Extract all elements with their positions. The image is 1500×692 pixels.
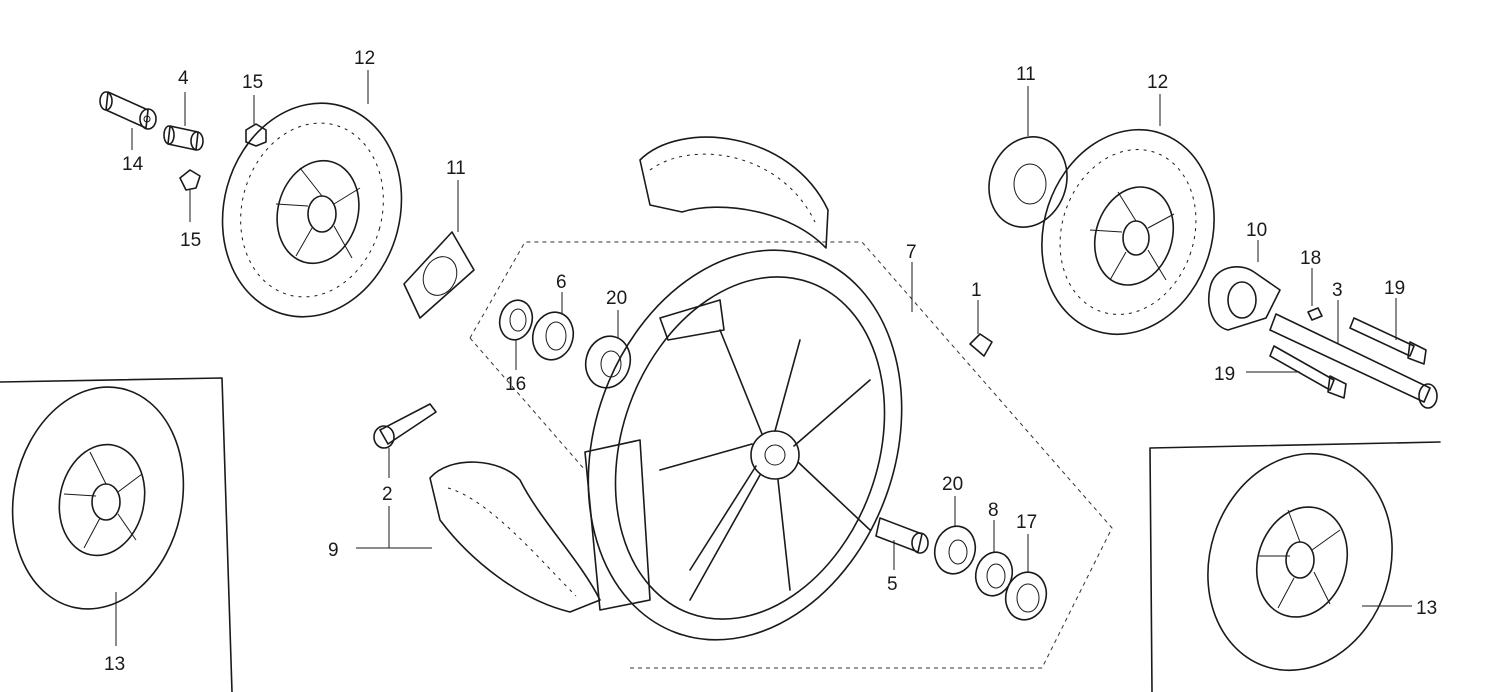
label-18: 18 bbox=[1300, 248, 1321, 269]
valve-2 bbox=[373, 403, 437, 548]
label-19-top: 19 bbox=[1384, 278, 1405, 299]
label-2: 2 bbox=[382, 484, 393, 505]
pin-18 bbox=[1307, 268, 1323, 321]
bolt-19-bottom bbox=[1246, 345, 1347, 399]
spacer-5 bbox=[875, 517, 929, 570]
seal-16 bbox=[498, 299, 534, 370]
seal-17 bbox=[1004, 534, 1048, 621]
label-13-right: 13 bbox=[1416, 598, 1437, 619]
label-12-left: 12 bbox=[354, 48, 375, 69]
disc-rotor-13-left bbox=[11, 386, 185, 646]
bearing-20-left bbox=[584, 310, 632, 389]
label-14: 14 bbox=[122, 154, 144, 175]
gearbox-10 bbox=[1208, 240, 1281, 331]
assembly-outline bbox=[469, 241, 1113, 669]
axle-3 bbox=[1269, 300, 1438, 409]
label-7: 7 bbox=[906, 242, 917, 263]
balance-weight-1 bbox=[969, 300, 993, 357]
label-10: 10 bbox=[1246, 220, 1267, 241]
label-20-left: 20 bbox=[606, 288, 627, 309]
label-4: 4 bbox=[178, 68, 189, 89]
label-3: 3 bbox=[1332, 280, 1343, 301]
bolt-19-top bbox=[1349, 298, 1427, 365]
label-17: 17 bbox=[1016, 512, 1037, 533]
disc-rotor-12-right bbox=[1041, 94, 1215, 336]
label-11-left: 11 bbox=[446, 158, 466, 179]
label-19-bottom: 19 bbox=[1214, 364, 1235, 385]
label-15-bottom: 15 bbox=[180, 230, 201, 251]
label-12-right: 12 bbox=[1147, 72, 1168, 93]
tire-upper bbox=[639, 136, 829, 249]
nut-15-bottom bbox=[179, 169, 201, 222]
label-6: 6 bbox=[556, 272, 567, 293]
left-inset-frame bbox=[0, 377, 233, 692]
disc-rotor-13-right bbox=[1207, 452, 1412, 672]
callout-labels: 14 4 15 15 12 11 11 12 16 6 20 7 1 10 18… bbox=[104, 48, 1437, 675]
label-8: 8 bbox=[988, 500, 999, 521]
label-15-top: 15 bbox=[242, 72, 263, 93]
right-inset-frame bbox=[1149, 441, 1441, 692]
collar-4 bbox=[163, 92, 204, 151]
label-20-right: 20 bbox=[942, 474, 963, 495]
nut-15-top bbox=[245, 95, 267, 147]
wheel-7 bbox=[584, 249, 913, 641]
label-9: 9 bbox=[328, 540, 339, 561]
cover-plate-11-left bbox=[403, 180, 475, 319]
label-16: 16 bbox=[505, 374, 526, 395]
rotor-bolt-14 bbox=[99, 91, 157, 150]
label-5: 5 bbox=[887, 574, 898, 595]
label-13-left: 13 bbox=[104, 654, 125, 675]
disc-rotor-12-left bbox=[221, 70, 403, 318]
tire-9 bbox=[356, 461, 601, 613]
bearing-20-right bbox=[933, 496, 977, 575]
bearing-6 bbox=[531, 292, 575, 361]
label-1: 1 bbox=[971, 280, 982, 301]
label-11-right: 11 bbox=[1016, 64, 1036, 85]
retainer-8 bbox=[974, 520, 1014, 597]
cover-plate-11-right bbox=[988, 86, 1068, 228]
